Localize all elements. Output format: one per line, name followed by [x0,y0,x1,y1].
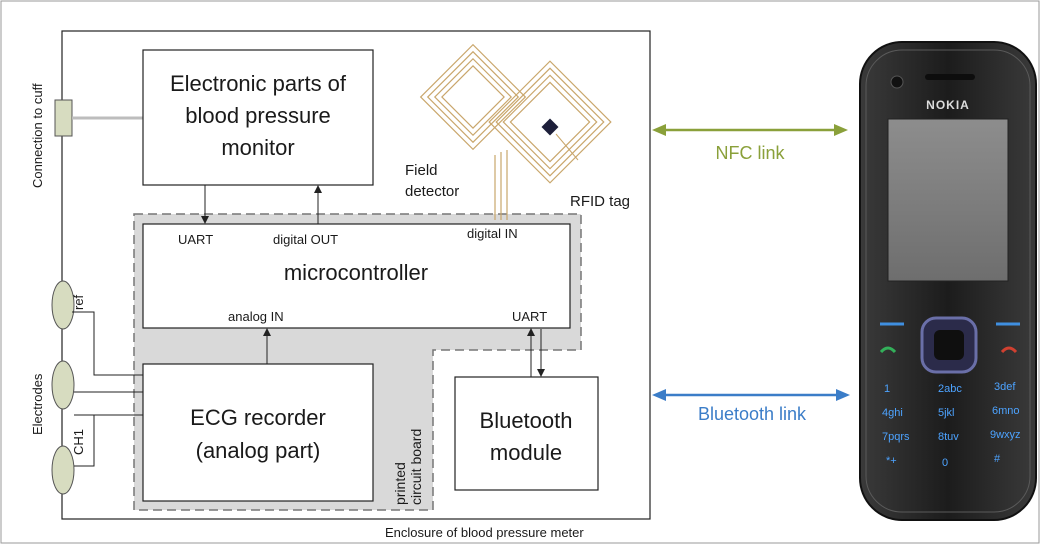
key-0: 0 [942,457,948,469]
bluetooth-module-box [454,376,599,491]
digital-out-label: digital OUT [273,232,338,247]
microcontroller-box [142,223,571,329]
enclosure-box [61,30,651,520]
call-key-icon [879,346,897,354]
bp-electronics-line3: monitor [221,135,294,160]
keypad: 1 2abc 3def 4ghi 5jkl 6mno 7pqrs 8tuv 9w… [882,381,1021,469]
end-key-icon [1000,346,1018,354]
rfid-chip [541,118,559,136]
ecg-line1: ECG recorder [190,405,326,430]
key-6: 6mno [992,405,1020,417]
mobile-phone: NOKIA 1 2abc 3def 4ghi 5jkl 6mno 7pqrs 8… [859,41,1037,521]
connection-to-cuff-label: Connection to cuff [30,83,45,188]
key-9: 9wxyz [990,429,1021,441]
bp-electronics-line2: blood pressure [185,103,331,128]
rfid-chip-lead [555,133,579,161]
cuff-connector [54,99,73,137]
electrode-middle [51,360,75,410]
key-7: 7pqrs [882,431,910,443]
bt-arrowhead-left [652,389,666,401]
analog-in-label: analog IN [228,309,284,324]
key-2: 2abc [938,383,962,395]
nfc-arrowhead-right [834,124,848,136]
key-5: 5jkl [938,407,955,419]
camera-icon [890,75,904,89]
bp-electronics-box [142,49,374,186]
key-4: 4ghi [882,407,903,419]
electrode-wires [72,311,143,467]
field-detector-line2: detector [405,183,459,200]
key-3: 3def [994,381,1016,393]
electrodes-label: Electrodes [30,373,45,435]
phone-screen [887,118,1009,282]
pcb-label-line1: printed [392,462,408,505]
rfid-tag-label: RFID tag [570,193,630,210]
electrode-ch1 [51,445,75,495]
ref-label: ref [71,294,86,310]
key-star: *+ [886,455,897,467]
uart-bottom-label: UART [512,309,547,324]
pcb-label-line2: circuit board [408,429,424,505]
bp-electronics-line1: Electronic parts of [170,71,347,96]
bluetooth-module-line1: Bluetooth [480,408,573,433]
microcontroller-label: microcontroller [284,260,428,285]
uart-top-label: UART [178,232,213,247]
field-detector-line1: Field [405,162,438,179]
digital-in-label: digital IN [467,226,518,241]
bluetooth-module-line2: module [490,440,562,465]
electrode-ref [51,280,75,330]
enclosure-label: Enclosure of blood pressure meter [385,525,584,540]
bt-arrowhead-right [836,389,850,401]
center-select-key [934,330,964,360]
rfid-tag-coil [488,60,612,184]
bluetooth-link-label: Bluetooth link [698,404,807,424]
ecg-line2: (analog part) [196,438,321,463]
phone-brand: NOKIA [926,98,970,112]
field-detector-coil [419,43,527,220]
speaker-grille [925,74,975,80]
key-1: 1 [884,383,890,395]
ch1-label: CH1 [71,429,86,455]
key-hash: # [994,453,1001,465]
nfc-arrowhead-left [652,124,666,136]
ecg-recorder-box [142,363,374,502]
key-8: 8tuv [938,431,959,443]
nfc-link-label: NFC link [715,143,785,163]
